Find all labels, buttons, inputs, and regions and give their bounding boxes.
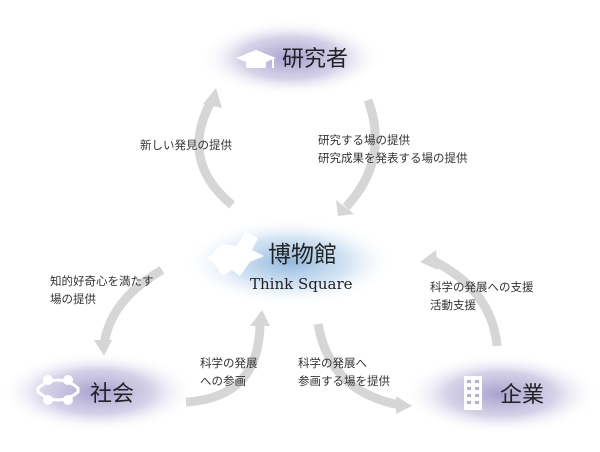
arrow-museum-to-researcher [194, 97, 235, 209]
caption-line: 知的好奇心を満たす [50, 274, 154, 288]
company-label: 企業 [500, 383, 544, 408]
arrow-researcher-to-museum [342, 98, 380, 211]
museum-glow [184, 218, 396, 306]
caption-line: 研究成果を発表する場の提供 [318, 151, 468, 165]
building-icon [464, 376, 482, 410]
arrow-company-to-museum [429, 255, 502, 347]
arrowhead-2 [336, 200, 354, 216]
caption-museum-to-company: 科学の発展へ 参画する場を提供 [298, 354, 390, 390]
researcher-glow [199, 20, 383, 96]
graduation-cap-icon [236, 50, 276, 68]
arrowhead-6 [420, 250, 438, 270]
company-glow [403, 354, 599, 434]
museum-label: 博物館 [268, 242, 337, 268]
dinosaur-icon [208, 232, 264, 276]
caption-line: 研究する場の提供 [318, 133, 410, 147]
caption-line: 活動支援 [430, 298, 476, 312]
arrowhead-1 [203, 88, 222, 108]
caption-line: 場の提供 [50, 292, 96, 306]
caption-line: への参画 [200, 374, 246, 388]
caption-museum-to-researcher: 新しい発見の提供 [140, 138, 232, 152]
arrow-society-to-museum [185, 321, 265, 407]
arrowhead-4 [250, 310, 270, 326]
caption-line: 科学の発展への支援 [430, 280, 534, 294]
caption-society-to-museum: 科学の発展 への参画 [200, 354, 258, 390]
caption-line: 科学の発展へ [298, 356, 367, 370]
people-circle-icon [36, 375, 80, 405]
caption-researcher-to-museum: 研究する場の提供 研究成果を発表する場の提供 [318, 131, 468, 167]
arrowhead-3 [94, 340, 112, 356]
caption-company-to-museum: 科学の発展への支援 活動支援 [430, 278, 534, 314]
node-society: 社会 [0, 352, 196, 432]
caption-line: 参画する場を提供 [298, 374, 390, 388]
arrow-museum-to-society [99, 266, 165, 346]
researcher-label: 研究者 [282, 47, 348, 72]
arrowhead-5 [396, 396, 412, 414]
arrowheads [94, 88, 438, 414]
society-label: 社会 [90, 382, 134, 407]
arrows [99, 97, 502, 410]
node-company: 企業 [403, 354, 599, 434]
caption-line: 科学の発展 [200, 356, 258, 370]
caption-museum-to-society: 知的好奇心を満たす 場の提供 [50, 272, 154, 308]
society-glow [0, 352, 196, 432]
node-researcher: 研究者 [199, 20, 383, 96]
node-museum: 博物館 Think Square [184, 218, 396, 306]
arrow-museum-to-company [313, 323, 401, 410]
museum-sublabel: Think Square [250, 275, 353, 293]
